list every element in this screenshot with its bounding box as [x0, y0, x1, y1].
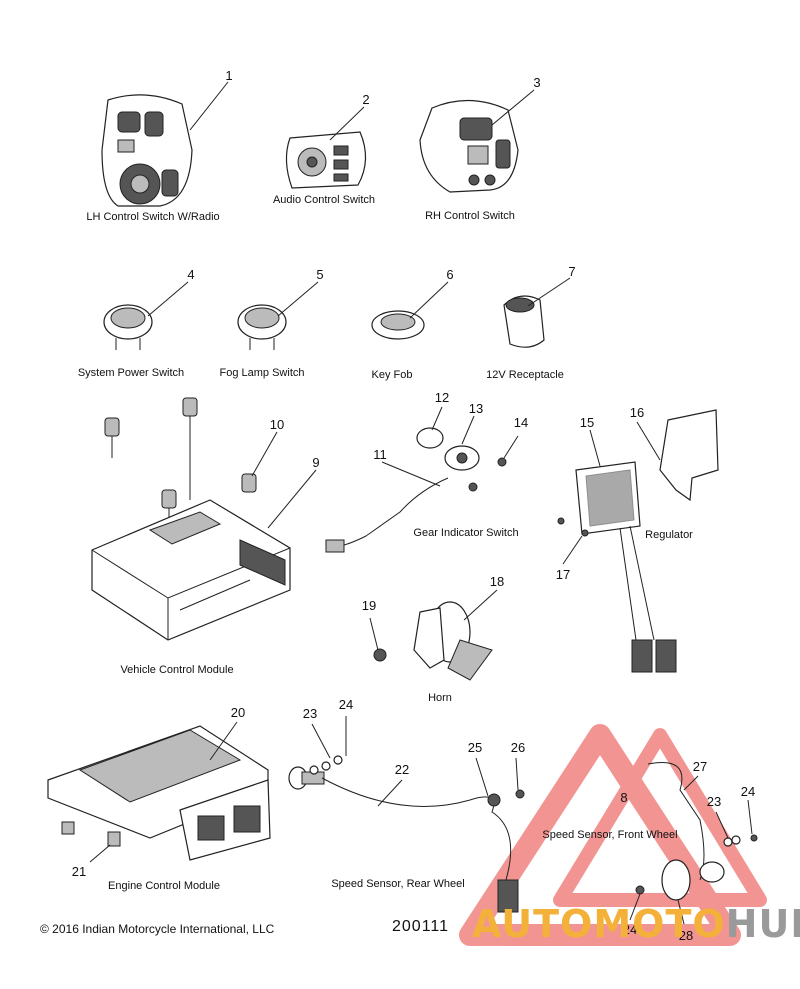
label-audio-control-switch: Audio Control Switch	[272, 194, 376, 206]
label-speed-sensor-rear: Speed Sensor, Rear Wheel	[331, 878, 465, 890]
callout-number: 22	[394, 762, 410, 777]
leader-lines	[89, 81, 753, 925]
label-speed-sensor-front: Speed Sensor, Front Wheel	[542, 829, 678, 841]
callout-number: 27	[692, 759, 708, 774]
vehicle-control-module-icon	[91, 499, 291, 641]
receptacle-12v-icon	[503, 295, 545, 348]
callout-number: 18	[489, 574, 505, 589]
callout-number: 16	[629, 405, 645, 420]
callout-number: 1	[225, 68, 233, 83]
label-regulator: Regulator	[645, 529, 693, 541]
label-vehicle-control-module: Vehicle Control Module	[120, 664, 234, 676]
speed-sensor-rear-icon	[288, 755, 525, 913]
callout-number: 13	[468, 401, 484, 416]
callout-number: 28	[678, 928, 694, 943]
watermark-part1: AUTOMOTO	[472, 902, 726, 946]
label-system-power-switch: System Power Switch	[77, 367, 185, 379]
label-horn: Horn	[428, 692, 452, 704]
callout-number: 6	[446, 267, 454, 282]
callout-number: 10	[269, 417, 285, 432]
callout-number: 25	[467, 740, 483, 755]
label-lh-control-switch: LH Control Switch W/Radio	[86, 211, 220, 223]
gear-indicator-switch-icon	[325, 427, 507, 553]
horn-icon	[373, 601, 493, 681]
callout-number: 3	[533, 75, 541, 90]
label-fog-lamp-switch: Fog Lamp Switch	[219, 367, 305, 379]
audio-control-switch-icon	[285, 131, 367, 189]
callout-number: 12	[434, 390, 450, 405]
callout-number: 21	[71, 864, 87, 879]
copyright-text: © 2016 Indian Motorcycle International, …	[40, 922, 275, 936]
watermark-part2: HUB	[725, 902, 800, 946]
callout-number: 15	[579, 415, 595, 430]
callout-number: 26	[510, 740, 526, 755]
callout-number: 8	[620, 790, 628, 805]
callout-number: 17	[555, 567, 571, 582]
key-fob-icon	[371, 310, 425, 340]
label-gear-indicator-switch: Gear Indicator Switch	[413, 527, 519, 539]
callout-number: 4	[187, 267, 195, 282]
callout-number: 23	[706, 794, 722, 809]
callout-number: 20	[230, 705, 246, 720]
system-power-switch-icon	[103, 304, 153, 350]
regulator-icon	[557, 409, 719, 673]
lh-control-switch-icon	[101, 94, 193, 207]
callout-number: 2	[362, 92, 370, 107]
rh-control-switch-icon	[419, 99, 519, 193]
label-key-fob: Key Fob	[371, 369, 413, 381]
watermark-text: AUTOMOTOHUB	[472, 902, 800, 946]
callout-number: 5	[316, 267, 324, 282]
callout-number: 11	[373, 447, 387, 462]
fog-lamp-switch-icon	[237, 304, 287, 350]
label-rh-control-switch: RH Control Switch	[425, 210, 515, 222]
watermark-logo-icon	[459, 724, 767, 946]
callout-number: 24	[740, 784, 756, 799]
callout-number: 23	[302, 706, 318, 721]
label-12v-receptacle: 12V Receptacle	[486, 369, 564, 381]
callout-number: 14	[513, 415, 529, 430]
label-engine-control-module: Engine Control Module	[108, 880, 220, 892]
diagram-code: 200111	[392, 918, 450, 935]
callout-number: 7	[568, 264, 576, 279]
callout-number: 9	[312, 455, 320, 470]
callout-number: 24	[622, 922, 638, 937]
callout-number: 24	[338, 697, 354, 712]
speed-sensor-front-icon	[635, 762, 758, 901]
callout-number: 19	[361, 598, 377, 613]
engine-control-module-icon	[47, 725, 271, 861]
